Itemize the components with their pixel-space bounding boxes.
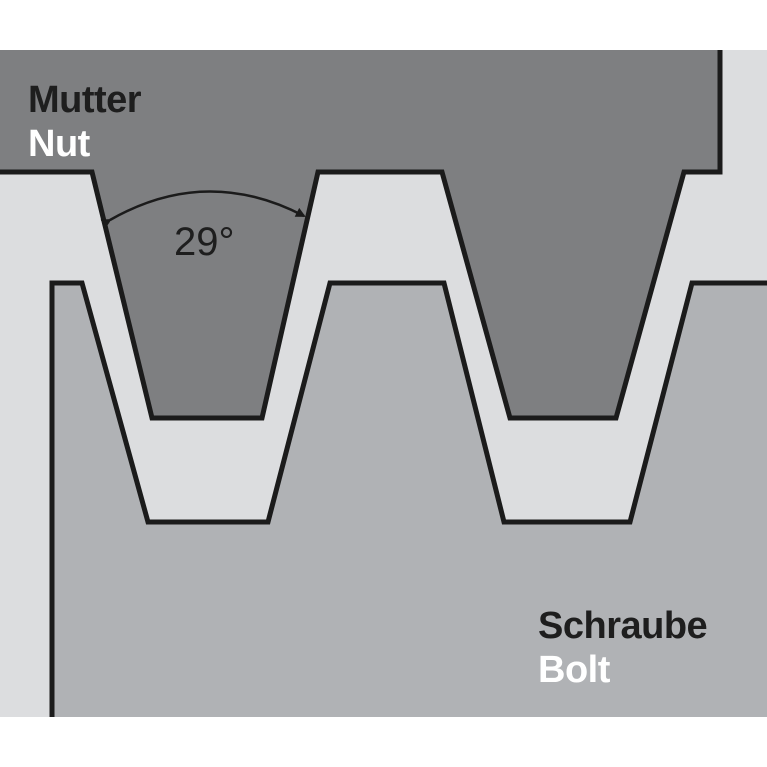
nut-label-german: Mutter	[28, 79, 142, 121]
nut-outline	[0, 50, 723, 421]
bolt-label-english: Bolt	[538, 649, 611, 691]
bolt-label-german: Schraube	[538, 605, 707, 647]
angle-label: 29°	[174, 220, 235, 264]
nut-shape	[0, 50, 720, 418]
bolt-shape	[52, 283, 767, 717]
angle-arc-arrow	[100, 190, 306, 229]
nut-label-english: Nut	[28, 123, 91, 165]
bolt-outline	[49, 280, 767, 717]
